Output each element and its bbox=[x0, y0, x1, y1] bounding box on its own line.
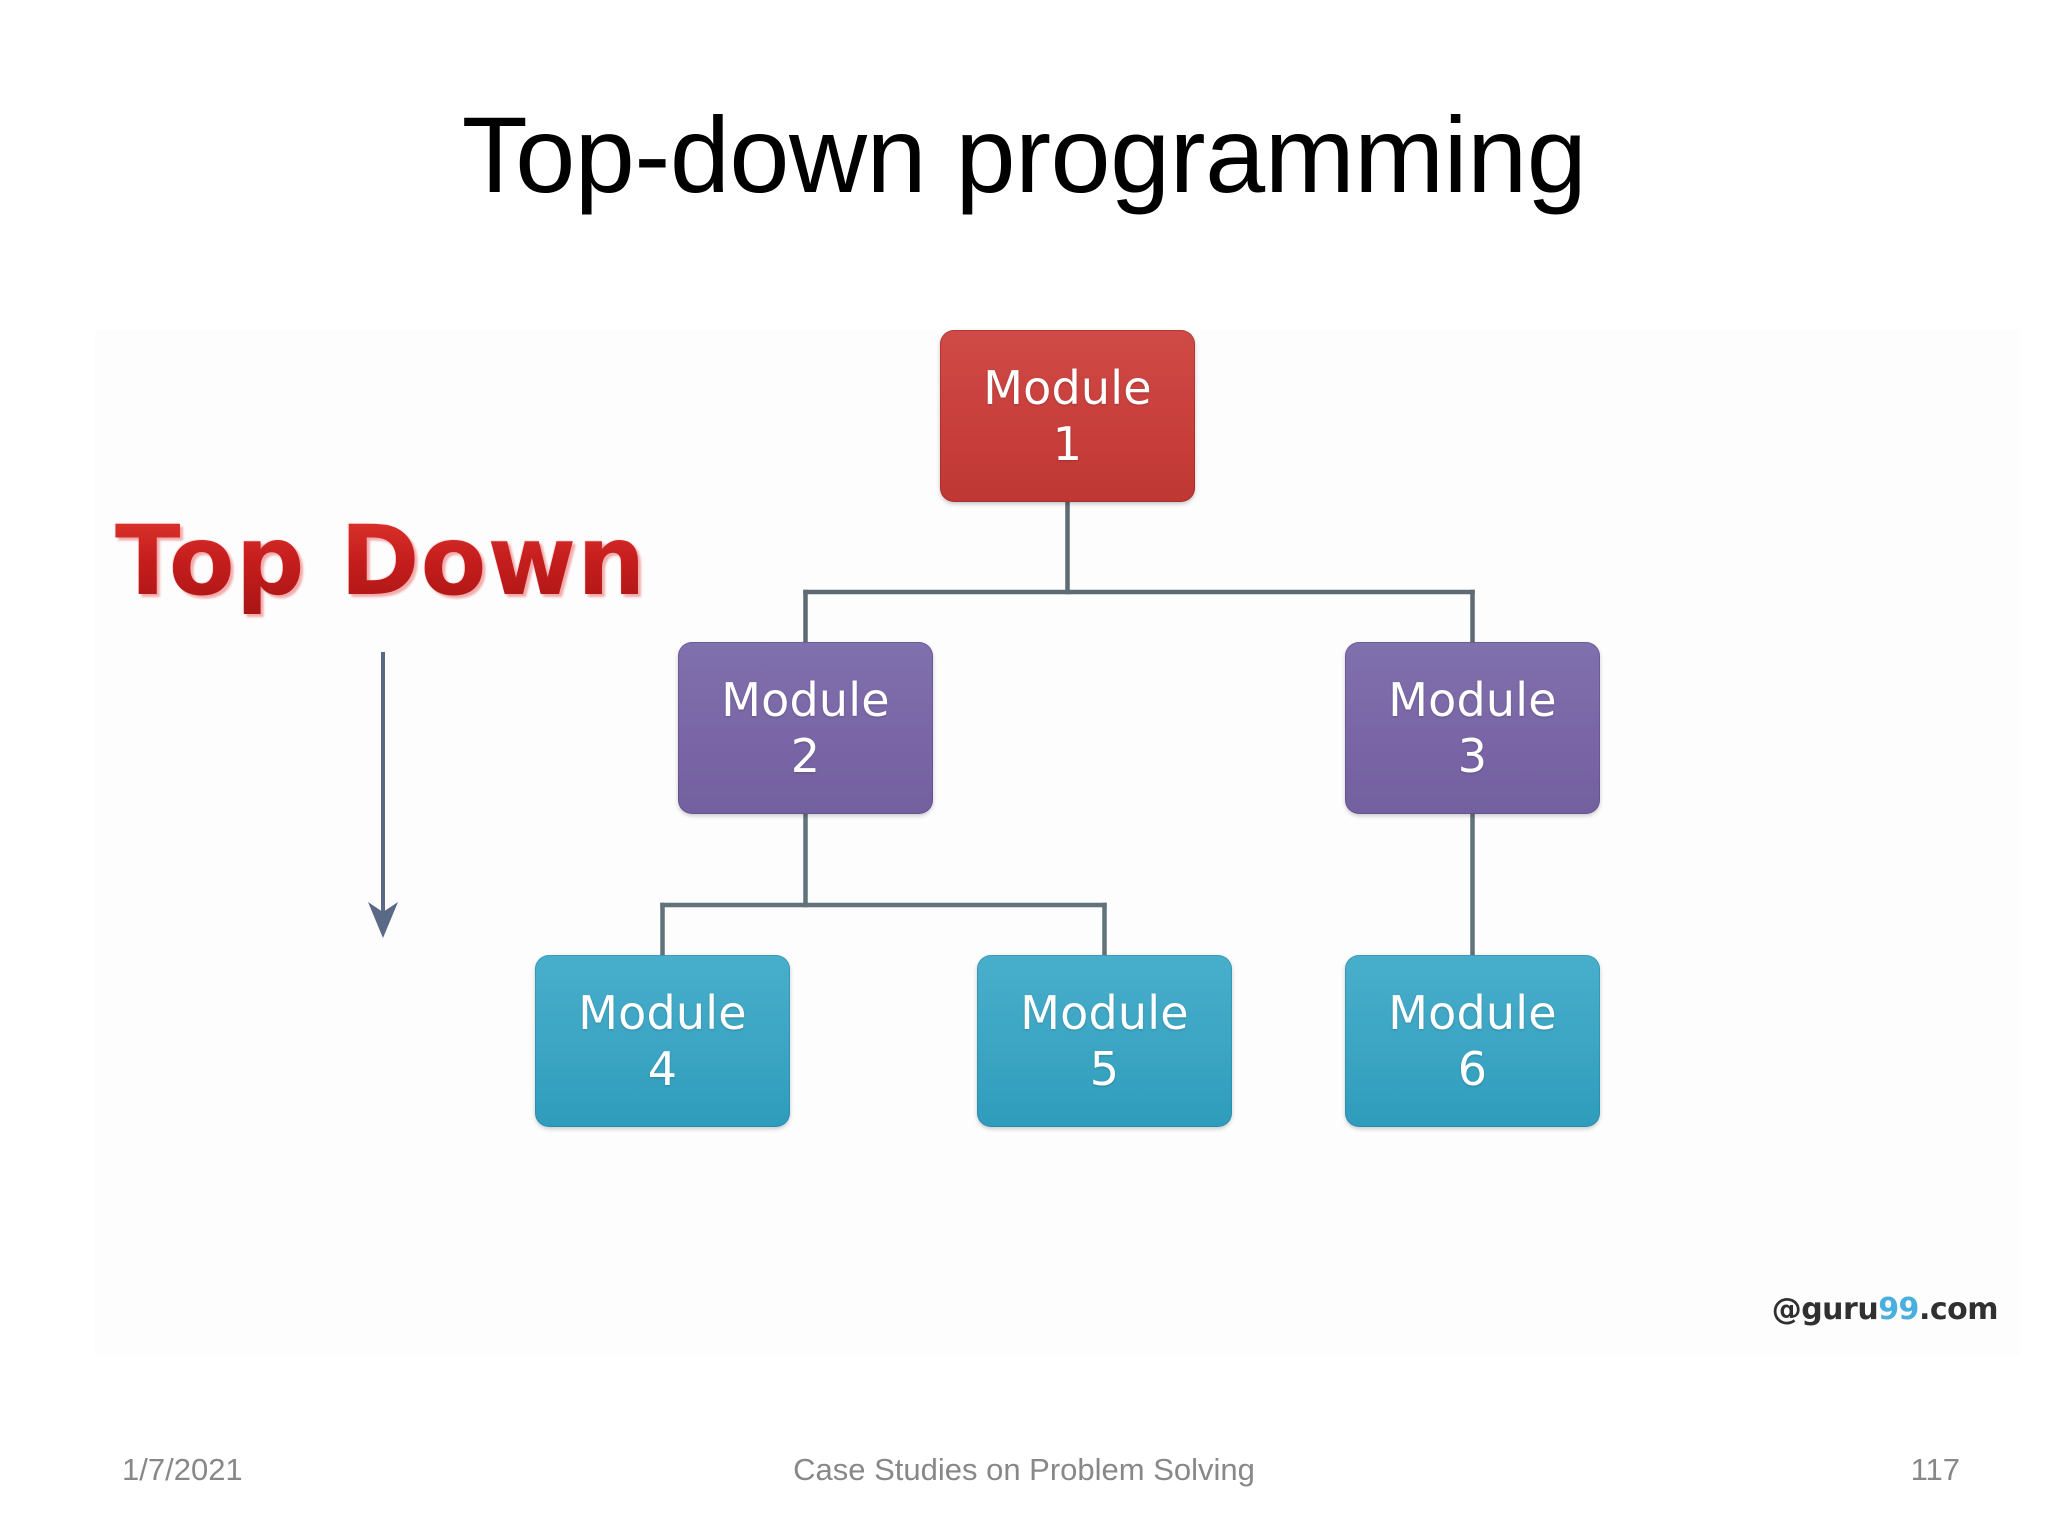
module-node-6[interactable]: Module 6 bbox=[1345, 955, 1600, 1127]
module-node-5-number: 5 bbox=[1089, 1042, 1120, 1096]
guru99-watermark: @guru99.com bbox=[1771, 1292, 1999, 1327]
module-node-4[interactable]: Module 4 bbox=[535, 955, 790, 1127]
module-node-6-number: 6 bbox=[1457, 1042, 1488, 1096]
footer-date: 1/7/2021 bbox=[122, 1452, 243, 1487]
module-node-4-number: 4 bbox=[647, 1042, 678, 1096]
top-down-wordart-label: Top Down bbox=[115, 505, 647, 617]
module-node-3[interactable]: Module 3 bbox=[1345, 642, 1600, 814]
page-title: Top-down programming bbox=[461, 94, 1587, 215]
module-node-1-name: Module bbox=[983, 360, 1152, 415]
module-node-1[interactable]: Module 1 bbox=[940, 330, 1195, 502]
module-node-3-number: 3 bbox=[1457, 729, 1488, 783]
module-node-4-name: Module bbox=[578, 985, 747, 1040]
guru99-watermark-suffix: .com bbox=[1918, 1292, 1999, 1327]
guru99-watermark-highlight: 99 bbox=[1878, 1292, 1919, 1327]
module-node-2-number: 2 bbox=[790, 729, 821, 783]
module-node-3-name: Module bbox=[1388, 672, 1557, 727]
downward-arrow-icon bbox=[368, 652, 398, 938]
module-node-1-number: 1 bbox=[1052, 417, 1083, 471]
top-down-diagram-image: Top Down Modu bbox=[95, 330, 2020, 1355]
footer-page-number: 117 bbox=[1910, 1452, 1960, 1487]
module-node-5[interactable]: Module 5 bbox=[977, 955, 1232, 1127]
module-node-5-name: Module bbox=[1020, 985, 1189, 1040]
footer-title: Case Studies on Problem Solving bbox=[793, 1452, 1255, 1487]
module-node-2[interactable]: Module 2 bbox=[678, 642, 933, 814]
module-node-2-name: Module bbox=[721, 672, 890, 727]
guru99-watermark-prefix: @guru bbox=[1771, 1292, 1879, 1327]
module-node-6-name: Module bbox=[1388, 985, 1557, 1040]
